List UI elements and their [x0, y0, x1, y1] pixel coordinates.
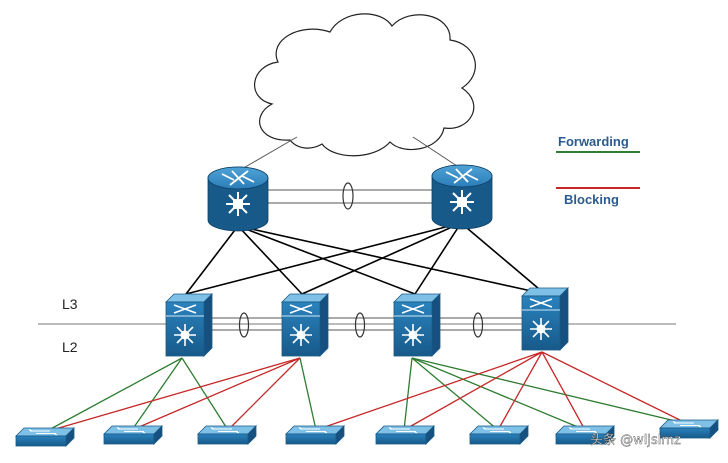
multilayer-switch-icon[interactable] — [165, 293, 213, 357]
layer-label-l3: L3 — [62, 296, 78, 312]
workgroup-switch-icon[interactable] — [285, 425, 345, 445]
uplinks — [185, 222, 546, 295]
blocking-links — [44, 351, 689, 433]
wan-links — [239, 136, 461, 171]
layer-label-l2: L2 — [62, 339, 78, 355]
legend-forwarding-label: Forwarding — [558, 134, 629, 149]
router-icon[interactable] — [207, 166, 269, 232]
etherchannel-3 — [472, 312, 484, 338]
legend-blocking-label: Blocking — [564, 192, 619, 207]
workgroup-switch-icon[interactable] — [469, 425, 529, 445]
multilayer-switch-icon[interactable] — [281, 293, 329, 357]
workgroup-switch-icon[interactable] — [197, 425, 257, 445]
watermark: 头条 @wljslmz — [590, 432, 681, 448]
workgroup-switch-icon[interactable] — [103, 425, 163, 445]
legend: Forwarding Blocking — [556, 134, 640, 207]
multilayer-switch-icon[interactable] — [521, 287, 569, 351]
workgroup-switch-icon[interactable] — [375, 425, 435, 445]
router-icon[interactable] — [431, 164, 493, 230]
distribution-interconnect — [208, 317, 522, 331]
etherchannel-1 — [238, 312, 250, 338]
etherchannel-core — [342, 182, 354, 210]
etherchannel-2 — [354, 312, 366, 338]
forwarding-links — [44, 357, 689, 433]
core-interconnect — [268, 189, 432, 204]
cloud-icon — [254, 13, 476, 157]
workgroup-switch-icon[interactable] — [15, 427, 75, 447]
multilayer-switch-icon[interactable] — [393, 293, 441, 357]
